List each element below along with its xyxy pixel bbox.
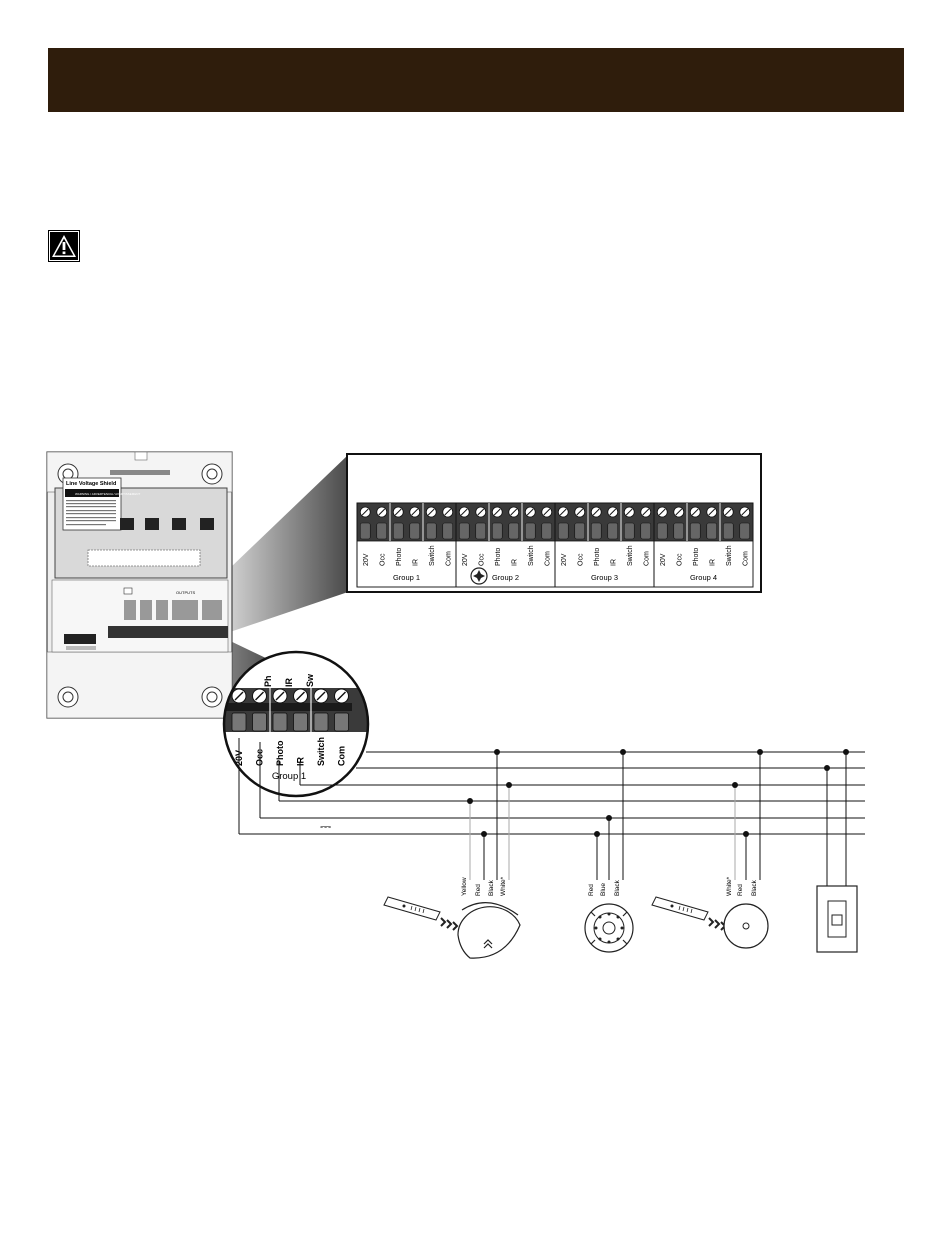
- terminal-label: Photo: [495, 548, 502, 566]
- terminal-label: Switch: [627, 545, 634, 566]
- terminal-label: IR: [709, 559, 716, 566]
- wire-label: Yellow: [461, 877, 468, 896]
- terminal-label: IR: [296, 756, 306, 766]
- terminal-label: Com: [643, 551, 650, 566]
- terminal-label: Occ: [379, 553, 386, 566]
- top-terminal-strip: [110, 470, 170, 475]
- terminal-label: Switch: [316, 737, 326, 766]
- terminal-label: Photo: [275, 740, 285, 766]
- terminal-block: [554, 502, 655, 542]
- dc-symbol: ⎓: [320, 818, 331, 834]
- ir-signal-icon: [440, 917, 459, 931]
- terminal-block: [356, 502, 457, 542]
- terminal-block: [653, 502, 754, 542]
- terminal-label: Com: [337, 746, 347, 766]
- header-bar: [48, 48, 904, 112]
- terminal-label: Photo: [693, 548, 700, 566]
- terminal-label: IR: [412, 559, 419, 566]
- shield-label: Line Voltage Shield: [66, 481, 116, 487]
- terminal-label: IR: [610, 559, 617, 566]
- terminal-label: 20V: [363, 553, 370, 566]
- wire-label: Red: [588, 884, 595, 896]
- ir-signal-icon-2: [708, 917, 727, 931]
- terminal-label-top: Sw: [305, 673, 315, 687]
- wire-label: Black: [488, 879, 495, 896]
- terminal-label: Occ: [676, 553, 683, 566]
- terminal-label: Com: [544, 551, 551, 566]
- terminal-label-top: IR: [284, 677, 294, 687]
- mounting-screw-icon: [470, 567, 488, 585]
- terminal-label: IR: [511, 559, 518, 566]
- group-label: Group 4: [690, 573, 717, 582]
- wire-junctions: [467, 749, 849, 837]
- terminal-label: Com: [742, 551, 749, 566]
- group-label: Group 1: [272, 771, 306, 782]
- wire-label: Black: [614, 879, 621, 896]
- terminal-label: 20V: [660, 553, 667, 566]
- terminal-label: Com: [445, 551, 452, 566]
- terminal-label: Switch: [528, 545, 535, 566]
- remote-control-icon-2: [651, 896, 709, 921]
- wiring-bus: [238, 738, 865, 886]
- photo-sensor-icon: [584, 903, 634, 953]
- zoom-beam-top: [230, 455, 348, 632]
- wire-label: White*: [500, 876, 507, 896]
- ir-receiver-icon: [723, 903, 769, 949]
- terminal-label-top: Ph: [263, 675, 273, 687]
- control-panel: Line Voltage Shield WARNING / ADVERTENCI…: [46, 451, 233, 719]
- wire-labels: Yellow Red Black White* Red Blue Black White* Re…: [461, 876, 758, 896]
- terminal-label: 20V: [561, 553, 568, 566]
- occupancy-sensor-icon: [457, 901, 521, 959]
- remote-control-icon: [383, 896, 441, 921]
- terminal-label: 20V: [462, 553, 469, 566]
- terminal-label: Occ: [478, 553, 485, 566]
- wire-label: Red: [475, 884, 482, 896]
- wall-switch-icon: [816, 885, 858, 953]
- wire-label: White*: [726, 876, 733, 896]
- outputs-label: OUTPUTS: [176, 590, 195, 595]
- terminal-label: Switch: [429, 545, 436, 566]
- terminal-label: Photo: [396, 548, 403, 566]
- terminal-label: Occ: [577, 553, 584, 566]
- wire-label: Blue: [600, 883, 607, 896]
- terminal-label: Switch: [726, 545, 733, 566]
- wire-label: Black: [751, 879, 758, 896]
- wire-label: Red: [737, 884, 744, 896]
- terminal-label: Photo: [594, 548, 601, 566]
- shield-warning-label: WARNING / ADVERTENCIA / AVERTISSEMENT: [75, 492, 140, 496]
- group-label: Group 1: [393, 573, 420, 582]
- warning-triangle-icon: [48, 230, 80, 262]
- group-label: Group 3: [591, 573, 618, 582]
- relay-terminals: [120, 518, 214, 530]
- terminal-block: [455, 502, 556, 542]
- group-label: Group 2: [492, 573, 519, 582]
